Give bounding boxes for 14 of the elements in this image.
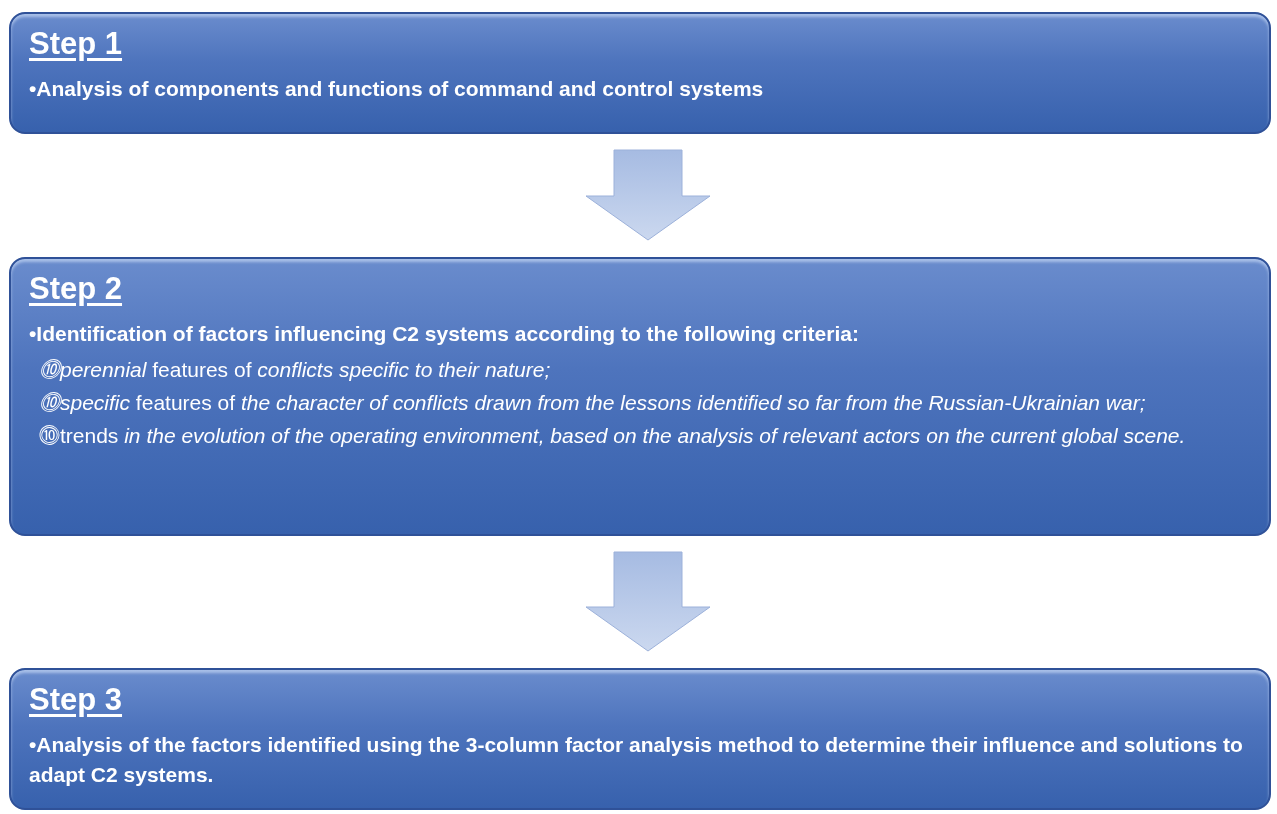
criteria-item: ⓾specific features of the character of conflicts drawn from the lessons identified so far from the Russian-Ukrainian war; [38,390,1147,416]
step-box [9,12,1271,134]
step-box [9,257,1271,536]
step-heading: Step 2 [29,271,123,307]
step-description: •Analysis of the factors identified using the 3-column factor analysis method to determine their influence and solutions to adapt C2 systems. [29,732,1244,788]
block-arrow [585,149,711,241]
step-heading: Step 3 [29,682,123,718]
criteria-item: ⓾perennial features of conflicts specific to their nature; [38,357,552,383]
step-description: •Identification of factors influencing C2 systems according to the following criteria: [29,321,860,347]
step-box [9,668,1271,810]
step-heading: Step 1 [29,26,123,62]
step-description: •Analysis of components and functions of command and control systems [29,76,765,102]
criteria-item: ⓾trends in the evolution of the operating environment, based on the analysis of relevant actors on the current global scene. [38,423,1187,449]
block-arrow [585,551,711,652]
